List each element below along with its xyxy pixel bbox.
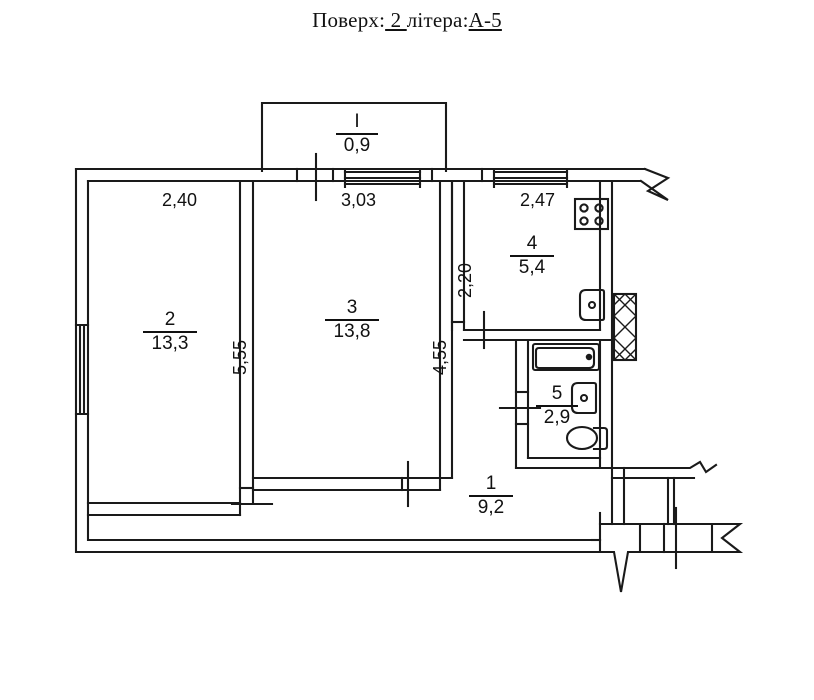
title-letter-prefix: літера: (406, 8, 469, 32)
exterior-wall-inner (86, 179, 642, 542)
toilet-icon (565, 425, 609, 451)
wall-room2-bottom (86, 501, 242, 517)
page-title: Поверх: 2 літера:А-5 (0, 8, 814, 33)
room-rule-4 (510, 254, 554, 257)
room-number-5: 5 (551, 383, 563, 404)
dimension-5-55: 5,55 (230, 339, 250, 375)
room-label-1: 1 9,2 (460, 474, 522, 518)
balcony-outline (260, 101, 448, 173)
dimension-2-40: 2,40 (162, 190, 198, 210)
dimension-3-03: 3,03 (341, 190, 377, 210)
hallway-entry-walls (610, 460, 718, 526)
room-label-3: 3 13,8 (312, 298, 392, 342)
room-number-balcony: I (354, 111, 360, 132)
dimension-2-20: 2,20 (455, 262, 475, 298)
kitchen-sink-icon (578, 288, 606, 322)
room-area-3: 13,8 (333, 320, 371, 342)
room-area-5: 2,9 (543, 406, 571, 428)
room-area-4: 5,4 (518, 256, 546, 278)
break-mark-bottom (598, 550, 642, 593)
door-opening-room4 (450, 310, 486, 350)
room-rule-2 (143, 330, 197, 333)
bathtub-icon (531, 342, 601, 372)
title-letter-value: А-5 (468, 8, 502, 32)
exterior-wall-outer (74, 167, 647, 554)
window-room4-top (492, 167, 569, 189)
room-label-balcony: I 0,9 (328, 112, 386, 156)
room-rule-3 (325, 318, 379, 321)
room-label-5: 5 2,9 (528, 384, 586, 428)
room-rule-balcony (336, 132, 378, 135)
ventilation-duct-hatch (613, 293, 637, 361)
stair-landing-break (638, 506, 744, 570)
room-number-1: 1 (485, 473, 497, 494)
entry-rail-lines (666, 476, 676, 526)
room-number-3: 3 (346, 297, 358, 318)
balcony-door-opening (295, 152, 335, 202)
room-number-4: 4 (526, 233, 538, 254)
dimension-4-55: 4,55 (430, 339, 450, 375)
bathroom-sink-icon (570, 381, 598, 415)
break-mark-top-right (639, 167, 671, 201)
door-opening-room5 (498, 390, 542, 426)
room-label-2: 2 13,3 (130, 310, 210, 354)
room-area-balcony: 0,9 (343, 134, 371, 156)
stove-icon (573, 197, 610, 231)
wall-jamb-top (430, 167, 484, 183)
room4-walls (450, 179, 614, 342)
dimension-2-47: 2,47 (520, 190, 556, 210)
window-left-exterior (74, 323, 90, 416)
partition-room2-room3 (238, 179, 255, 505)
room-rule-5 (536, 404, 578, 407)
room-rule-1 (469, 494, 513, 497)
room-number-2: 2 (164, 309, 176, 330)
door-opening-room3 (400, 460, 410, 508)
room-label-4: 4 5,4 (501, 234, 563, 278)
entrance-porch (590, 511, 642, 554)
room-area-2: 13,3 (151, 332, 189, 354)
title-floor-prefix: Поверх: (312, 8, 386, 32)
title-floor-value: 2 (385, 8, 407, 32)
room-area-1: 9,2 (477, 496, 505, 518)
window-room3-top (343, 167, 422, 189)
